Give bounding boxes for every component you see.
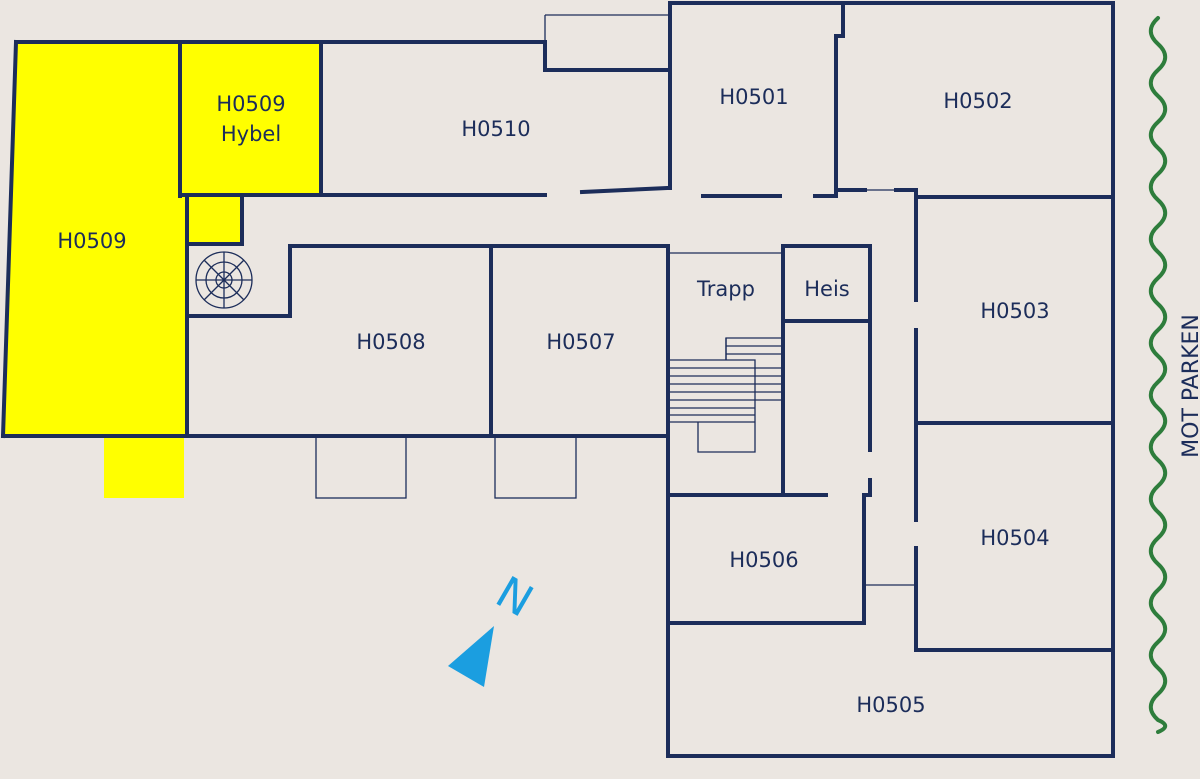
- ventilation-fan-icon: [195, 251, 253, 309]
- room-label-h0510: H0510: [461, 117, 530, 141]
- park-boundary-line: [1148, 16, 1168, 734]
- room-label-h0501: H0501: [719, 85, 788, 109]
- highlighted-rooms: [3, 42, 321, 498]
- room-label-h0506: H0506: [729, 548, 798, 572]
- room-label-h0505: H0505: [856, 693, 925, 717]
- room-label-h0509-hybel-line2: Hybel: [221, 122, 281, 146]
- room-label-heis: Heis: [804, 277, 850, 301]
- thin-lines: [315, 14, 916, 586]
- room-labels: H0509 H0509 Hybel H0510 H0501 H0502 H050…: [57, 85, 1049, 717]
- north-label: N: [487, 567, 541, 628]
- room-label-h0509-hybel-line1: H0509: [216, 92, 285, 116]
- h0509-balcony-fill: [104, 436, 184, 498]
- room-label-trapp: Trapp: [696, 277, 755, 301]
- mot-parken-label: MOT PARKEN: [1179, 314, 1200, 458]
- room-label-h0509: H0509: [57, 229, 126, 253]
- room-h0509-hybel-fill[interactable]: [180, 42, 321, 195]
- room-label-h0507: H0507: [546, 330, 615, 354]
- room-label-h0503: H0503: [980, 299, 1049, 323]
- room-label-h0502: H0502: [943, 89, 1012, 113]
- h0509-small-closet-fill: [187, 196, 242, 244]
- north-arrow-icon: N: [448, 567, 541, 687]
- room-label-h0508: H0508: [356, 330, 425, 354]
- room-h0509-fill[interactable]: [3, 42, 187, 436]
- room-label-h0504: H0504: [980, 526, 1049, 550]
